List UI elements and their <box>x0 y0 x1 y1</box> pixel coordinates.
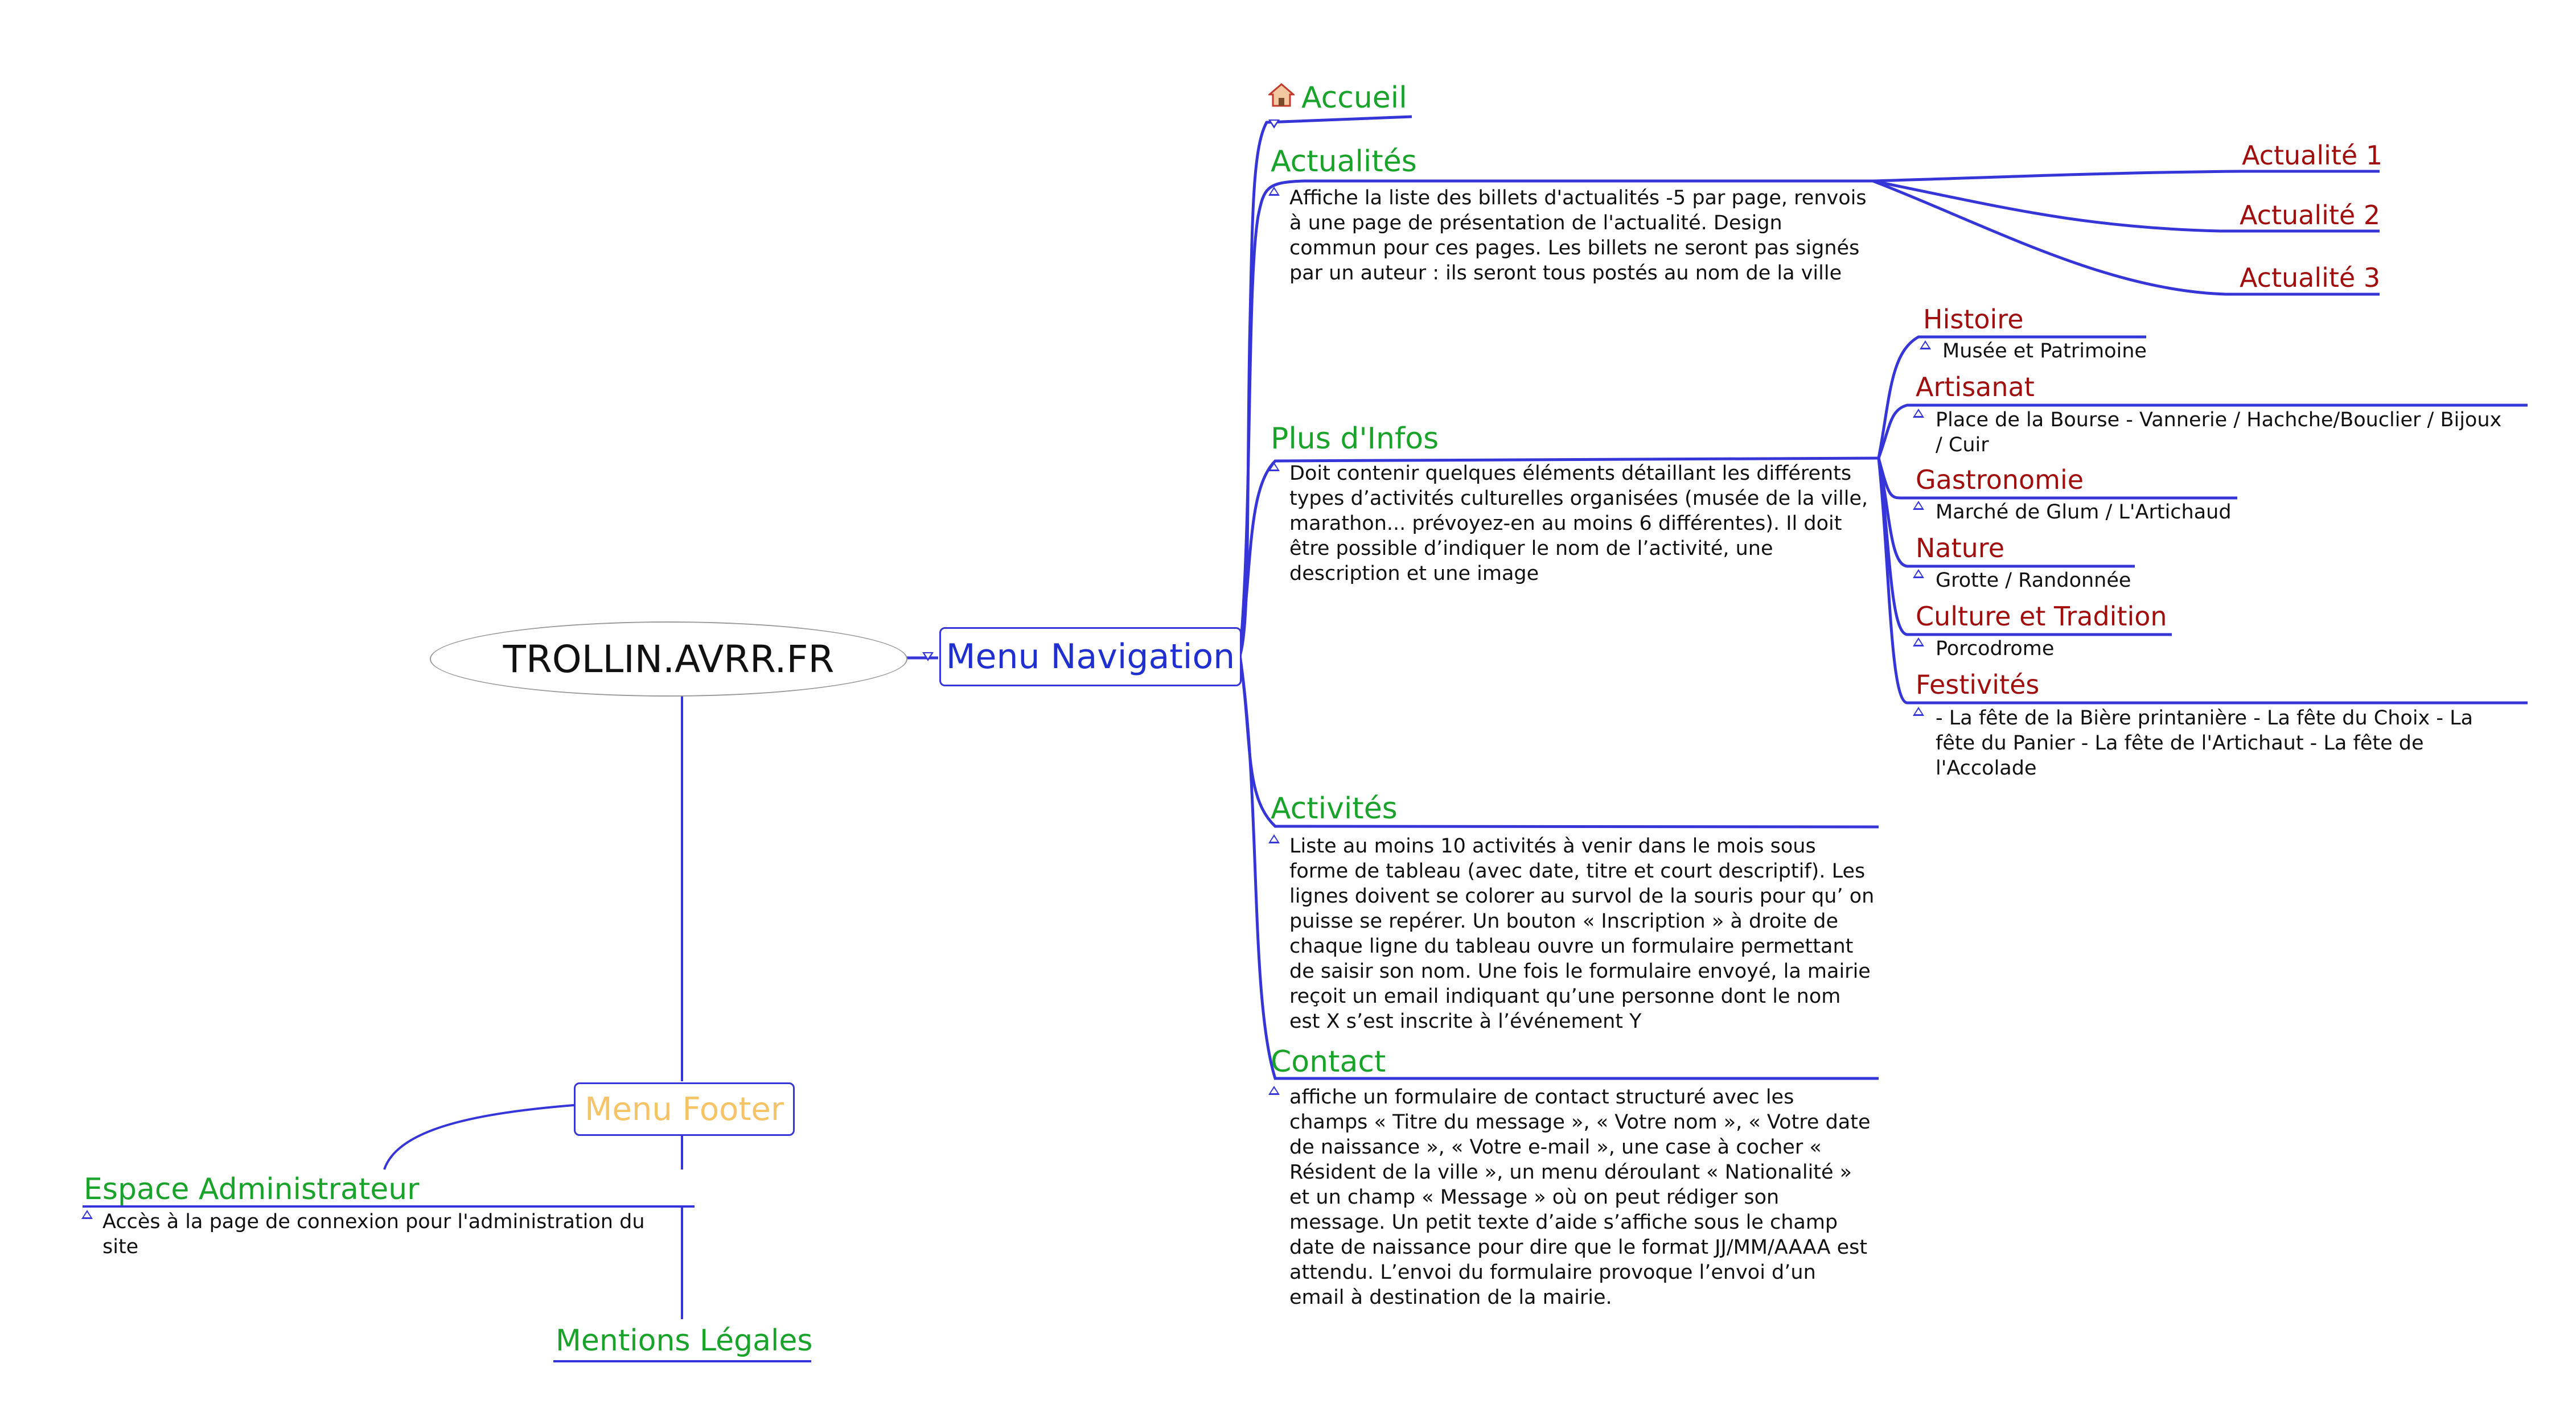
nature-label: Nature <box>1916 533 2004 563</box>
note-toggle-icon[interactable] <box>81 1210 93 1219</box>
culture-note: Porcodrome <box>1936 637 2055 660</box>
plus-infos-note: Doit contenir quelques éléments détailla… <box>1289 462 1868 585</box>
link-nav-plus-infos <box>1238 456 1879 656</box>
festivites-node[interactable]: Festivités <box>1916 672 2039 698</box>
activites-label: Activités <box>1271 792 1398 826</box>
link-actualite-3 <box>1872 179 2380 296</box>
artisanat-label: Artisanat <box>1916 372 2035 402</box>
note-toggle-icon[interactable] <box>1913 501 1924 510</box>
festivites-note: - La fête de la Bière printanière - La f… <box>1936 707 2474 780</box>
nature-note: Grotte / Randonnée <box>1936 569 2131 592</box>
menu-navigation-node[interactable]: Menu Navigation <box>939 627 1242 686</box>
actualite-1-label: Actualité 1 <box>2242 140 2383 171</box>
artisanat-node[interactable]: Artisanat <box>1916 374 2035 400</box>
note-toggle-icon[interactable] <box>1913 409 1924 418</box>
actualite-2-node[interactable]: Actualité 2 <box>2240 202 2380 228</box>
artisanat-note: Place de la Bourse - Vannerie / Hachche/… <box>1936 409 2502 456</box>
mentions-legales-node[interactable]: Mentions Légales <box>556 1326 813 1356</box>
mentions-legales-label: Mentions Légales <box>556 1324 813 1358</box>
note-toggle-icon[interactable] <box>1268 187 1280 196</box>
contact-node[interactable]: Contact <box>1271 1047 1386 1077</box>
note-toggle-icon[interactable] <box>1268 834 1280 843</box>
plus-infos-label: Plus d'Infos <box>1271 422 1439 456</box>
espace-admin-label: Espace Administrateur <box>84 1172 420 1206</box>
contact-label: Contact <box>1271 1045 1386 1079</box>
collapse-toggle-icon[interactable] <box>922 652 934 661</box>
menu-navigation-label: Menu Navigation <box>946 637 1235 677</box>
link-histoire <box>1877 335 2146 459</box>
note-toggle-icon[interactable] <box>1268 1086 1280 1095</box>
link-nav-contact <box>1238 655 1879 1080</box>
culture-label: Culture et Tradition <box>1916 601 2167 632</box>
actualite-1-node[interactable]: Actualité 1 <box>2242 142 2382 168</box>
actualites-label: Actualités <box>1271 145 1417 179</box>
note-toggle-icon[interactable] <box>1913 707 1924 716</box>
plus-infos-node[interactable]: Plus d'Infos <box>1271 424 1439 454</box>
collapse-toggle-icon[interactable] <box>1268 120 1280 129</box>
menu-footer-node[interactable]: Menu Footer <box>574 1082 795 1136</box>
actualite-2-label: Actualité 2 <box>2240 200 2381 230</box>
accueil-node[interactable]: Accueil <box>1301 83 1407 113</box>
menu-footer-label: Menu Footer <box>585 1090 784 1128</box>
note-toggle-icon[interactable] <box>1913 569 1924 578</box>
actualites-node[interactable]: Actualités <box>1271 147 1417 176</box>
link-actualite-2 <box>1872 179 2380 233</box>
activites-node[interactable]: Activités <box>1271 794 1398 823</box>
espace-admin-note: Accès à la page de connexion pour l'admi… <box>102 1210 645 1258</box>
activites-note: Liste au moins 10 activités à venir dans… <box>1289 835 1875 1033</box>
root-node[interactable]: TROLLIN.AVRR.FR <box>430 621 907 697</box>
home-icon <box>1268 83 1295 107</box>
gastronomie-label: Gastronomie <box>1916 464 2084 495</box>
link-festivites <box>1877 458 2528 705</box>
espace-admin-node[interactable]: Espace Administrateur <box>84 1175 420 1204</box>
histoire-note: Musée et Patrimoine <box>1942 340 2147 363</box>
actualite-3-node[interactable]: Actualité 3 <box>2240 265 2380 291</box>
note-toggle-icon[interactable] <box>1913 637 1924 646</box>
contact-note: affiche un formulaire de contact structu… <box>1289 1086 1871 1309</box>
root-label: TROLLIN.AVRR.FR <box>503 637 835 681</box>
link-actualite-1 <box>1872 170 2380 183</box>
gastronomie-node[interactable]: Gastronomie <box>1916 467 2084 493</box>
culture-node[interactable]: Culture et Tradition <box>1916 603 2167 629</box>
actualites-note: Affiche la liste des billets d'actualité… <box>1289 187 1867 285</box>
nature-node[interactable]: Nature <box>1916 535 2004 561</box>
note-toggle-icon[interactable] <box>1268 462 1280 471</box>
histoire-node[interactable]: Histoire <box>1923 306 2024 332</box>
link-artisanat <box>1877 403 2528 459</box>
note-toggle-icon[interactable] <box>1920 340 1931 349</box>
link-footer-admin <box>383 1104 574 1170</box>
festivites-label: Festivités <box>1916 669 2040 700</box>
gastronomie-note: Marché de Glum / L'Artichaud <box>1936 501 2232 524</box>
histoire-label: Histoire <box>1923 304 2024 335</box>
accueil-label: Accueil <box>1301 81 1407 115</box>
actualite-3-label: Actualité 3 <box>2240 262 2381 293</box>
